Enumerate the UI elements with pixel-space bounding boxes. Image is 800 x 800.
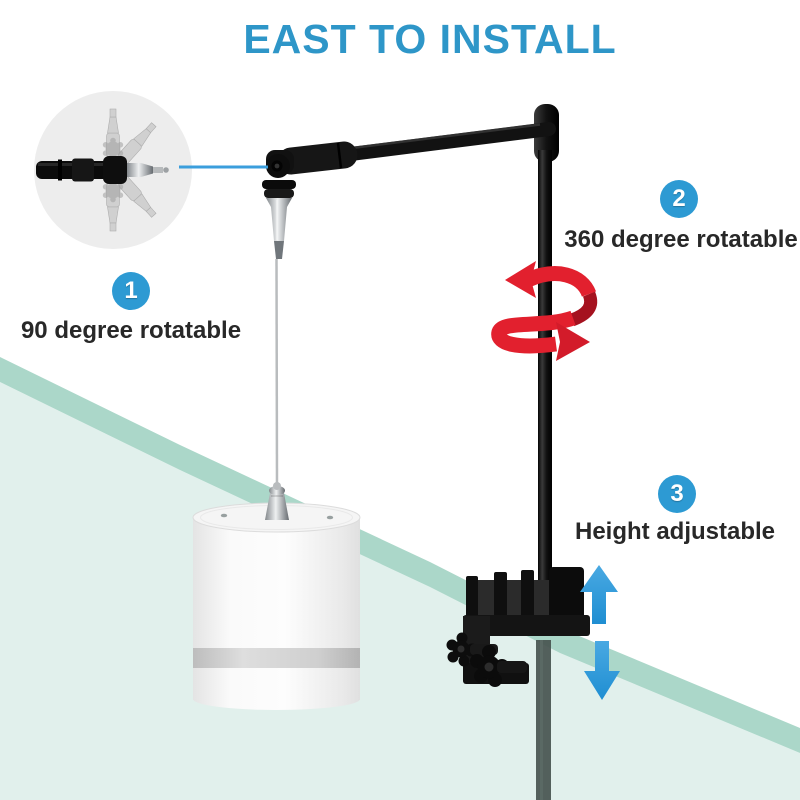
arm-highlight: [319, 123, 541, 154]
lamp-screw-hole-left: [220, 513, 228, 518]
glass-pane: [0, 382, 800, 800]
callout-1-badge: 1: [112, 272, 150, 310]
callout-2-badge: 2: [660, 180, 698, 218]
lamp-body: [193, 517, 360, 700]
aquarium-glass: [0, 357, 800, 800]
height-up-arrow: [580, 565, 618, 624]
steel-cone-tip: [274, 241, 284, 259]
gear-icon: [102, 137, 124, 203]
submerged-pole: [536, 640, 551, 800]
callout-1-label: 90 degree rotatable: [20, 317, 242, 344]
flange-ring-1: [262, 180, 296, 189]
vertical-pole: [538, 150, 552, 586]
callout-3-badge: 3: [658, 475, 696, 513]
rotation-spiral-back: [569, 291, 598, 327]
swivel-pin: [274, 163, 280, 169]
hanging-wire: [275, 258, 279, 490]
joint-connector: [36, 156, 169, 184]
tank-clamp: [446, 567, 590, 687]
lamp-silver-band: [193, 648, 360, 668]
submerged-pole-highlight: [540, 640, 543, 800]
clamp-fin-1: [466, 576, 478, 620]
knob-2-stem: [497, 661, 527, 673]
page-title: EAST TO INSTALL: [243, 16, 617, 62]
joint-detail-inset: [34, 91, 268, 249]
clamp-end-block: [549, 567, 584, 620]
callout-2-label: 360 degree rotatable: [564, 226, 798, 253]
spiral-arrowhead-left: [505, 261, 536, 298]
spiral-arrowhead-right: [556, 322, 590, 361]
clamp-top-jaw: [463, 615, 590, 636]
arm-sleeve: [277, 141, 358, 175]
steel-cone: [266, 198, 292, 241]
flange-ring-2: [264, 189, 294, 198]
sleeve-ring: [336, 142, 343, 169]
pendant-lamp: [192, 482, 361, 710]
height-down-arrow: [584, 641, 620, 700]
lamp-screw-hole-right: [326, 515, 334, 520]
chrome-connector: [265, 482, 289, 520]
clamp-fin-2: [494, 572, 507, 620]
clamp-fin-3: [521, 570, 534, 620]
rotation-spiral-arrow: [491, 261, 597, 361]
callout-3-label: Height adjustable: [574, 518, 776, 545]
mount-arm-assembly: [262, 104, 559, 586]
